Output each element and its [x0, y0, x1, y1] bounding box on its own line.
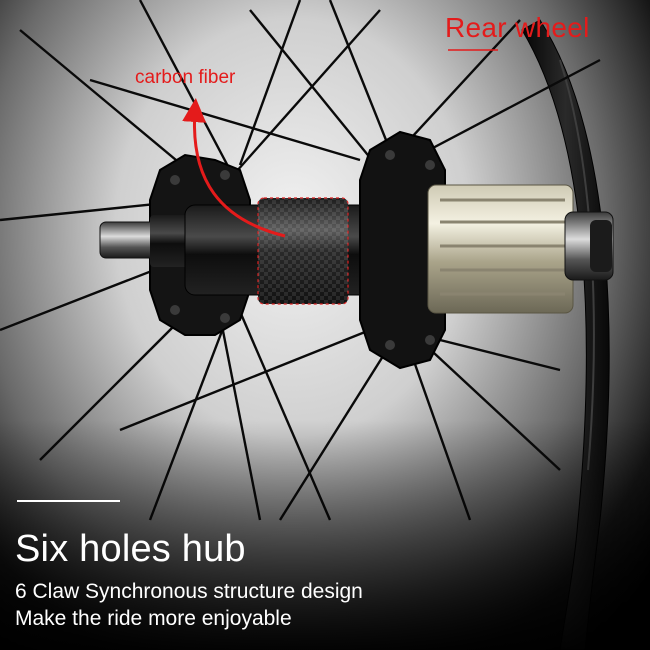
caption-line-2: Make the ride more enjoyable: [15, 607, 292, 630]
carbon-fiber-label: carbon fiber: [135, 67, 236, 88]
left-axle: [99, 215, 190, 267]
caption-line-1: 6 Claw Synchronous structure design: [15, 580, 363, 603]
freehub-body: [427, 184, 574, 314]
rear-wheel-label: Rear wheel: [445, 12, 590, 43]
caption-divider: [17, 500, 120, 502]
caption-headline: Six holes hub: [15, 528, 246, 570]
right-flange: [359, 130, 446, 370]
carbon-sleeve: [257, 197, 349, 305]
carbon-fiber-arrow: [182, 98, 286, 238]
right-axle: [564, 211, 614, 281]
bottom-fade: [0, 420, 650, 650]
